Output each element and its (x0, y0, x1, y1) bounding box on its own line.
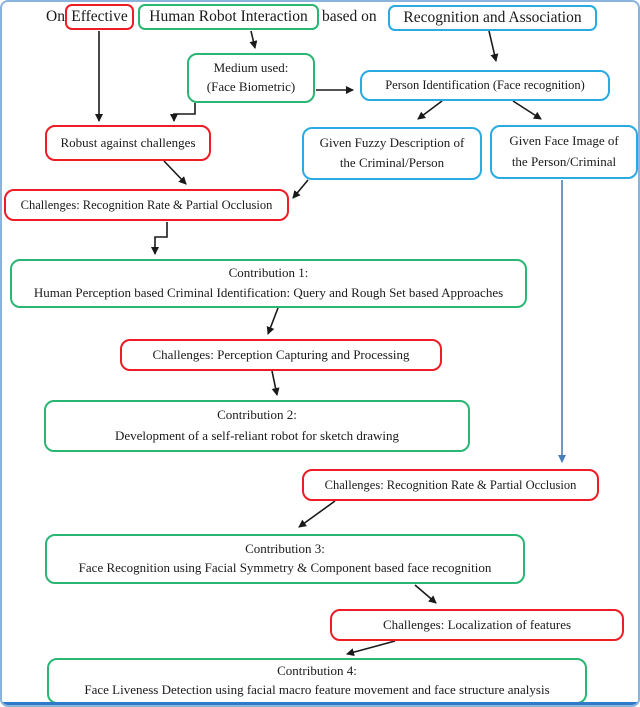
arrow-challenges-localization-to-contribution4 (346, 640, 396, 657)
node-contribution-4: Contribution 4: Face Liveness Detection … (47, 658, 587, 704)
node-person-identification: Person Identification (Face recognition) (360, 70, 610, 101)
arrow-challenges1-to-contribution1-elbow (151, 222, 168, 255)
node-contribution-3: Contribution 3: Face Recognition using F… (45, 534, 525, 584)
arrow-fuzzy-to-challenges1 (292, 179, 309, 199)
node-challenges-localization: Challenges: Localization of features (330, 609, 624, 641)
node-human-robot-interaction-label: Human Robot Interaction (149, 8, 308, 26)
node-robust-challenges: Robust against challenges (45, 125, 211, 161)
node-contribution-1: Contribution 1: Human Perception based C… (10, 259, 527, 308)
node-person-identification-label: Person Identification (Face recognition) (385, 78, 585, 93)
node-face-image-line1: Given Face Image of (509, 133, 619, 149)
node-challenges-recognition-2-label: Challenges: Recognition Rate & Partial O… (324, 477, 577, 492)
node-challenges-recognition-1-label: Challenges: Recognition Rate & Partial O… (20, 197, 273, 212)
node-challenges-perception-label: Challenges: Perception Capturing and Pro… (152, 346, 410, 362)
node-challenges-recognition-1: Challenges: Recognition Rate & Partial O… (4, 189, 289, 221)
node-contribution-3-line2: Face Recognition using Facial Symmetry &… (78, 560, 492, 576)
arrow-challenges-perception-to-contribution2 (271, 370, 280, 396)
node-recognition-association: Recognition and Association (388, 5, 597, 31)
arrow-contribution1-to-challenges-perception (266, 307, 279, 335)
title-prefix-text: On (46, 8, 65, 25)
node-contribution-4-line1: Contribution 4: (277, 663, 357, 679)
node-challenges-recognition-2: Challenges: Recognition Rate & Partial O… (302, 469, 599, 501)
node-contribution-1-line1: Contribution 1: (228, 265, 309, 281)
figure-bottom-border-bar (2, 702, 638, 705)
node-contribution-2: Contribution 2: Development of a self-re… (44, 400, 470, 452)
node-contribution-3-line1: Contribution 3: (245, 540, 325, 556)
arrow-medium-to-robust-elbow (170, 103, 196, 122)
node-fuzzy-description-line2: the Criminal/Person (339, 155, 445, 171)
arrow-personid-to-fuzzy (417, 100, 443, 120)
node-challenges-perception: Challenges: Perception Capturing and Pro… (120, 339, 442, 371)
node-fuzzy-description: Given Fuzzy Description of the Criminal/… (302, 127, 482, 180)
node-contribution-2-line1: Contribution 2: (217, 407, 297, 423)
node-medium-used-line2: (Face Biometric) (206, 79, 296, 95)
node-contribution-4-line2: Face Liveness Detection using facial mac… (84, 681, 550, 697)
node-challenges-localization-label: Challenges: Localization of features (382, 616, 572, 632)
node-effective-label: Effective (71, 8, 128, 26)
arrow-recognition-to-personid (488, 30, 499, 62)
node-robust-challenges-label: Robust against challenges (60, 134, 196, 150)
arrow-contribution3-to-challenges-localization (414, 584, 437, 604)
node-contribution-2-line2: Development of a self-reliant robot for … (114, 427, 400, 443)
node-medium-used-line1: Medium used: (213, 59, 289, 75)
node-medium-used: Medium used: (Face Biometric) (187, 53, 315, 103)
arrow-challenges2-to-contribution3 (298, 500, 336, 528)
node-face-image: Given Face Image of the Person/Criminal (490, 125, 638, 179)
node-effective: Effective (65, 4, 134, 30)
node-contribution-1-line2: Human Perception based Criminal Identifi… (33, 284, 504, 300)
arrow-hri-to-medium (249, 30, 258, 49)
arrow-personid-to-faceimage (512, 100, 542, 120)
arrow-robust-to-challenges1 (163, 160, 187, 185)
node-human-robot-interaction: Human Robot Interaction (138, 4, 319, 30)
node-fuzzy-description-line1: Given Fuzzy Description of (319, 134, 465, 150)
node-face-image-line2: the Person/Criminal (511, 154, 617, 169)
node-recognition-association-label: Recognition and Association (403, 9, 582, 27)
title-connector-text: based on (322, 8, 377, 25)
